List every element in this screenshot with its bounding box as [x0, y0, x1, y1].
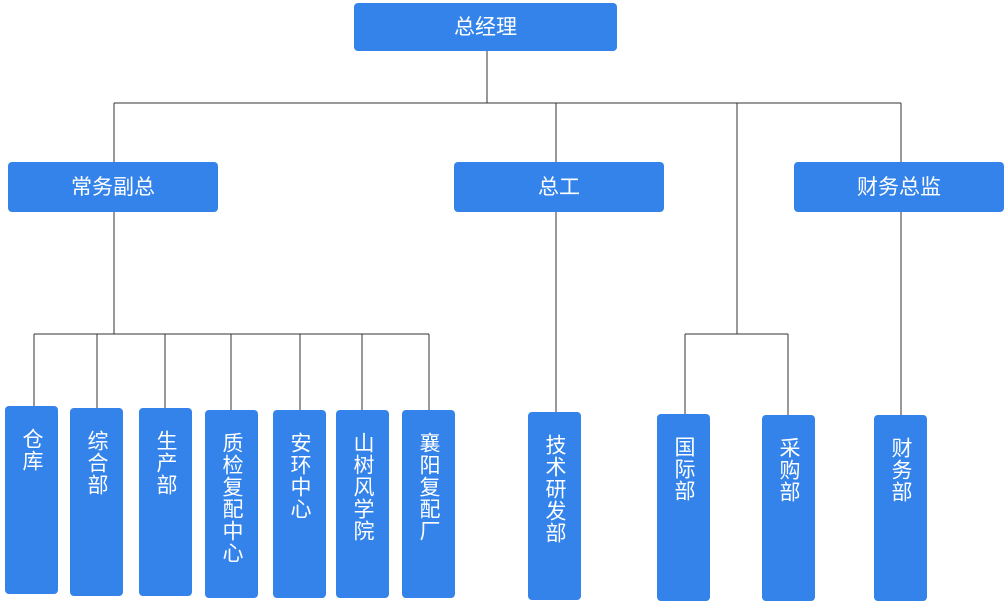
node-qc-center-label: 质检复配中心 [220, 432, 244, 564]
node-cfo: 财务总监 [794, 162, 1004, 212]
node-chief-engineer: 总工 [454, 162, 664, 212]
node-safety-env-center-label: 安环中心 [288, 432, 312, 520]
node-chief-engineer-label: 总工 [538, 174, 580, 199]
node-shanshu-institute: 山树风学院 [336, 410, 389, 598]
node-safety-env-center: 安环中心 [273, 410, 326, 598]
node-ceo-label: 总经理 [454, 14, 517, 39]
node-finance-dept: 财务部 [874, 415, 927, 601]
node-ceo: 总经理 [354, 3, 617, 51]
node-xiangyang-plant: 襄阳复配厂 [402, 410, 455, 598]
node-finance-dept-label: 财务部 [889, 437, 913, 503]
node-cfo-label: 财务总监 [857, 174, 941, 199]
node-shanshu-institute-label: 山树风学院 [351, 432, 375, 542]
node-general-dept: 综合部 [70, 408, 123, 596]
node-warehouse: 仓库 [5, 406, 58, 594]
node-purchasing-dept-label: 采购部 [777, 437, 801, 503]
node-warehouse-label: 仓库 [20, 428, 44, 472]
node-production-dept: 生产部 [139, 408, 192, 596]
node-executive-vp: 常务副总 [8, 162, 218, 212]
node-xiangyang-plant-label: 襄阳复配厂 [417, 432, 441, 542]
node-rd-dept: 技术研发部 [528, 412, 581, 600]
node-intl-dept-label: 国际部 [672, 436, 696, 502]
node-purchasing-dept: 采购部 [762, 415, 815, 601]
node-rd-dept-label: 技术研发部 [543, 434, 567, 544]
node-production-dept-label: 生产部 [154, 430, 178, 496]
node-executive-vp-label: 常务副总 [71, 174, 155, 199]
node-general-dept-label: 综合部 [85, 430, 109, 496]
node-intl-dept: 国际部 [657, 414, 710, 601]
node-qc-center: 质检复配中心 [205, 410, 258, 598]
